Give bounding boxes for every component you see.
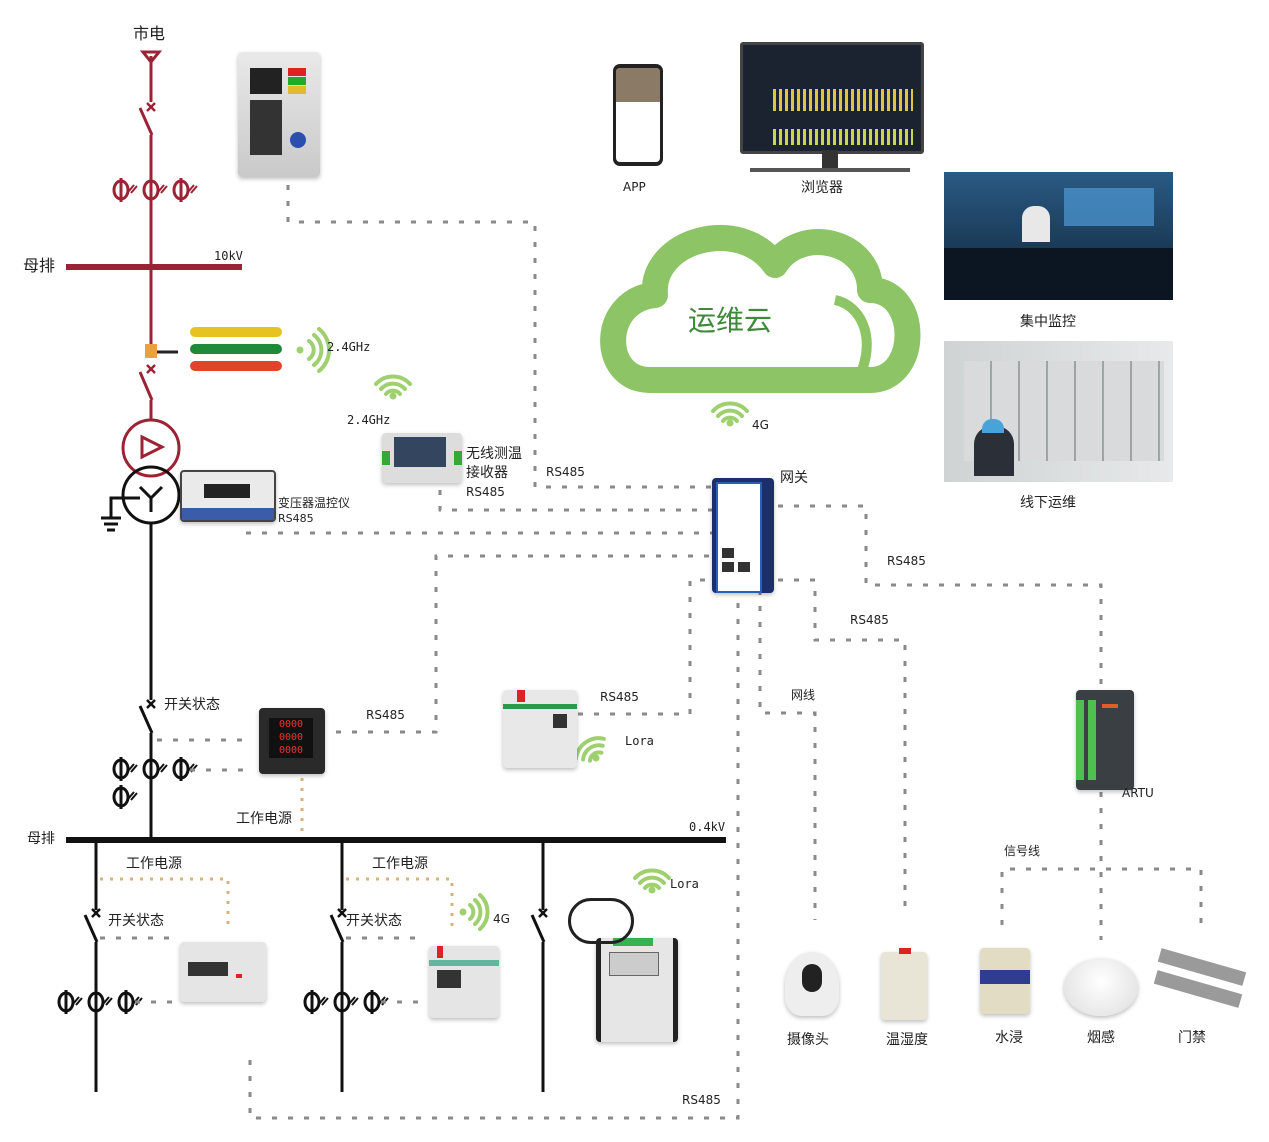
- feeder-2-switch-status-label: 开关状态: [346, 913, 402, 929]
- link-artu: [778, 504, 1103, 690]
- temp-humidity-sensor-device: [881, 948, 927, 1020]
- ct-clamp-cables: [568, 898, 634, 944]
- hv-ct-icon: [142, 176, 169, 204]
- link-lora-collector: [578, 578, 712, 716]
- hv-ct-icon: [172, 176, 199, 204]
- hv-ct-icon: [112, 176, 139, 204]
- receiver-protocol-label: RS485: [466, 485, 505, 499]
- transformer-primary-icon: [121, 418, 181, 478]
- incoming-ct-group: [112, 755, 199, 811]
- browser-monitor-device: [740, 42, 924, 154]
- browser-label: 浏览器: [801, 180, 843, 196]
- artu-label: ARTU: [1122, 786, 1154, 800]
- onsite-maintenance-label: 线下运维: [1020, 495, 1076, 511]
- receiver-label-2: 接收器: [466, 465, 508, 481]
- rs485-label-receiver: RS485: [546, 465, 585, 479]
- incoming-switch-status-label: 开关状态: [164, 697, 220, 713]
- protection-relay-device: [238, 52, 320, 177]
- link-camera: [758, 590, 817, 920]
- receiver-label-1: 无线测温: [466, 446, 522, 462]
- lora-io-module-device: [503, 690, 577, 768]
- hv-switch-blade: [138, 107, 154, 136]
- energy-meter-device: [180, 942, 266, 1002]
- rs485-label-lora-module: RS485: [600, 690, 639, 704]
- feeder-lines: [83, 840, 548, 1092]
- sensor-label-door: 门禁: [1178, 1030, 1206, 1046]
- signal-line-label: 信号线: [1004, 844, 1041, 858]
- hv-voltage-label: 10kV: [214, 249, 243, 263]
- temp-sensor-clamp: [145, 344, 157, 358]
- link-protection-relay: [286, 185, 712, 489]
- transformer-secondary: [101, 465, 181, 840]
- hv-source-label: 市电: [133, 24, 166, 43]
- wifi-icons: [307, 327, 749, 931]
- wireless-temp-receiver-device: [382, 433, 462, 483]
- feeder-2-wireless-label: 4G: [493, 912, 510, 926]
- transformer-temp-controller-device: [180, 470, 276, 522]
- cloud-icon: [600, 225, 921, 393]
- wifi-icon: [374, 374, 412, 396]
- rs485-label-bottom: RS485: [682, 1093, 721, 1107]
- feeder-1-switch-status-label: 开关状态: [108, 913, 164, 929]
- water-leak-sensor-device: [980, 948, 1030, 1014]
- hv-source-symbol: [139, 50, 163, 65]
- onsite-maintenance-photo: [944, 341, 1173, 482]
- feeder-3-wireless-label: Lora: [670, 877, 699, 891]
- wifi-icon: [711, 401, 749, 423]
- transformer-protocol-label: RS485: [278, 512, 314, 525]
- rs485-label-meter: RS485: [366, 708, 405, 722]
- app-phone-device: [613, 64, 663, 166]
- wifi-icon: [307, 327, 332, 373]
- lora-ct-collector-device: [596, 938, 678, 1042]
- cloud-link-label: 4G: [752, 418, 769, 432]
- lora-module-wireless-label: Lora: [625, 734, 654, 748]
- cloud-label: 运维云: [688, 304, 773, 337]
- central-monitoring-photo: [944, 172, 1173, 300]
- hv-busbar-label: 母排: [23, 256, 56, 275]
- transformer-controller-label: 变压器温控仪: [278, 496, 351, 510]
- sensor-label-smoke: 烟感: [1087, 1030, 1115, 1046]
- camera-device: [785, 952, 839, 1016]
- sensor-label-camera: 摄像头: [787, 1032, 829, 1048]
- artu-device: [1076, 690, 1134, 790]
- link-signal-bus: [1000, 867, 1203, 925]
- central-monitoring-label: 集中监控: [1020, 314, 1076, 330]
- feeder-2-work-power-label: 工作电源: [372, 856, 428, 872]
- gateway-label: 网关: [780, 470, 808, 486]
- comm-dashed-lines: [100, 185, 1203, 1120]
- wifi-icon: [574, 736, 606, 763]
- feeder-1-work-power-label: 工作电源: [126, 856, 182, 872]
- wifi-icon: [468, 893, 490, 931]
- rs485-label-artu: RS485: [887, 554, 926, 568]
- receiver-freq-label: 2.4GHz: [347, 413, 391, 427]
- sensor-label-water-leak: 水浸: [995, 1030, 1023, 1046]
- wireless-temp-sensors: [190, 327, 282, 371]
- 4g-meter-device: [429, 946, 499, 1018]
- gateway-device: [712, 478, 774, 593]
- network-cable-label: 网线: [791, 688, 816, 702]
- app-label: APP: [623, 180, 646, 194]
- link-temp-humidity: [778, 578, 907, 915]
- link-wireless-receiver: [438, 490, 712, 512]
- rs485-label-temp-humidity: RS485: [850, 613, 889, 627]
- sensor-freq-label: 2.4GHz: [327, 340, 371, 354]
- link-multifunction-meter: [336, 554, 712, 734]
- wifi-icon: [633, 868, 671, 890]
- sensor-label-temp-humidity: 温湿度: [886, 1032, 928, 1048]
- lv-voltage-label: 0.4kV: [689, 820, 726, 834]
- incoming-work-power-label: 工作电源: [236, 811, 292, 827]
- work-power-lines: [100, 778, 454, 932]
- hv-single-line: [66, 50, 242, 478]
- lv-busbar-label: 母排: [27, 831, 55, 847]
- smoke-detector-device: [1064, 958, 1138, 1016]
